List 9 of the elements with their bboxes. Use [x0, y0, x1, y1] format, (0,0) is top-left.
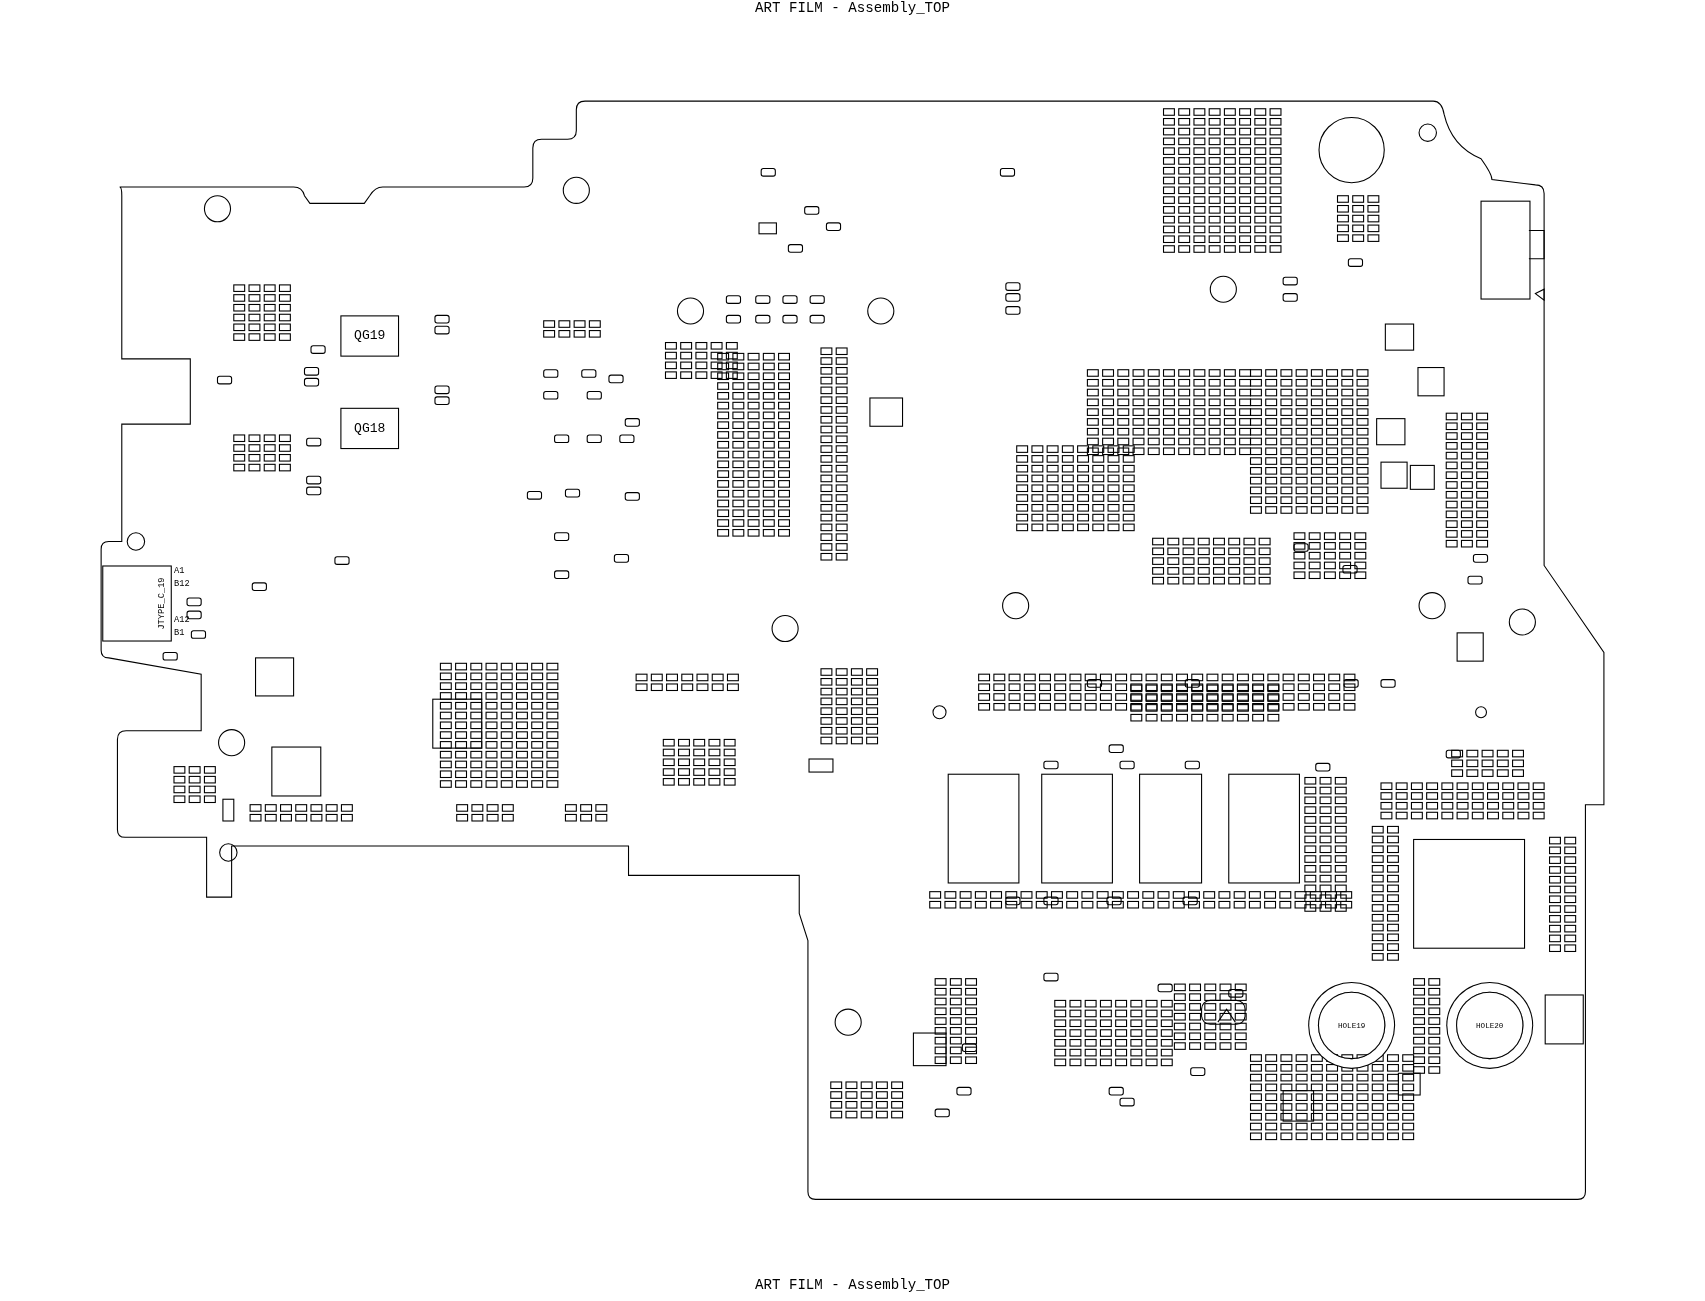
- pin-label: B12: [174, 578, 190, 589]
- component-designator: JTYPE_C_19: [156, 577, 167, 630]
- component-designator: QG19: [354, 328, 386, 344]
- pin-label: A12: [174, 614, 190, 625]
- drawing-title: ART FILM - Assembly_TOP: [754, 0, 951, 17]
- component-designator: QG18: [354, 420, 386, 437]
- pin-label: B1: [174, 627, 185, 638]
- drawing-caption: ART FILM - Assembly_TOP: [754, 1276, 951, 1293]
- pin-label: A1: [174, 565, 185, 576]
